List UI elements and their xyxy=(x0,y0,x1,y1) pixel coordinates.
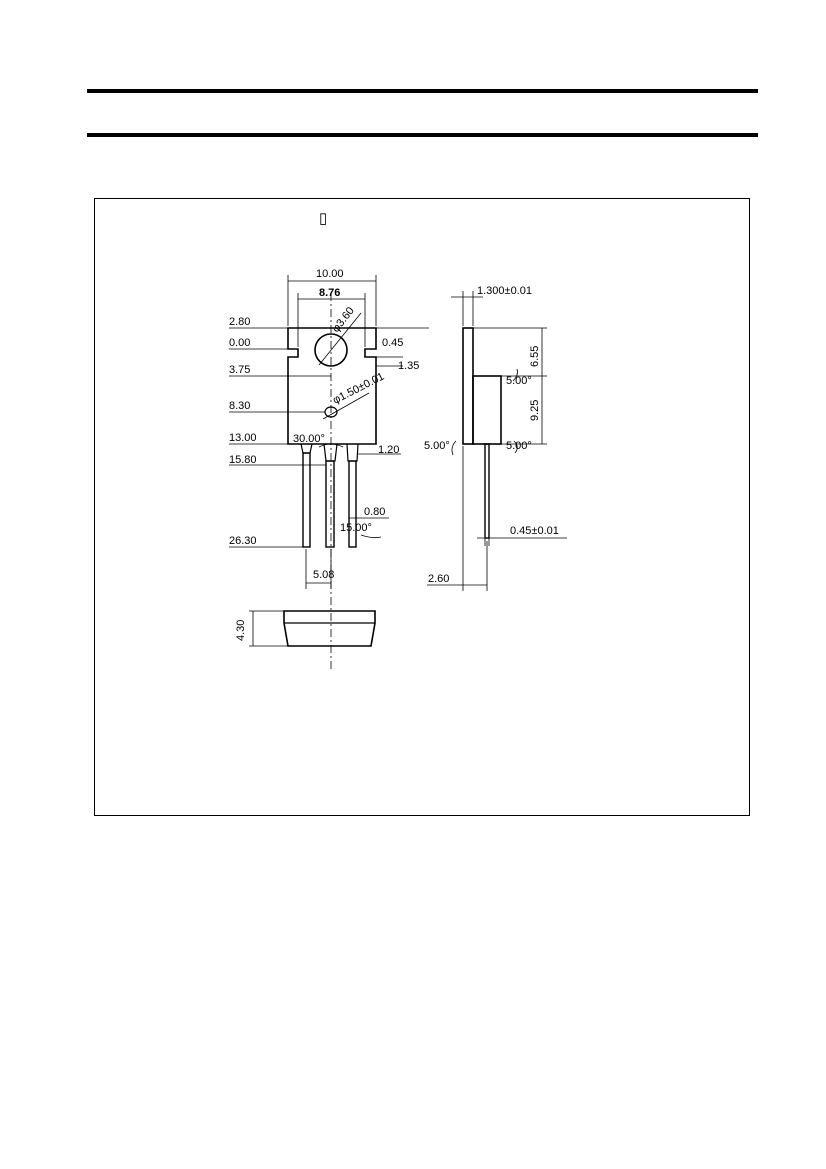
dim-angle-15: 15.00° xyxy=(340,522,372,534)
lead-shoulder-mid xyxy=(323,443,338,462)
dim-lead-width: 1.20 xyxy=(378,444,399,456)
dim-y-13-00: 13.00 xyxy=(229,432,257,444)
package-outline-drawing: ▯ xyxy=(229,210,567,669)
dim-side-lead: 0.45±0.01 xyxy=(510,525,559,537)
dim-notch-045: 0.45 xyxy=(382,337,403,349)
dim-side-angle-b: 5.00° xyxy=(506,440,532,452)
header-rule-bottom xyxy=(87,133,758,137)
mounting-hole xyxy=(314,333,348,367)
side-dimension-labels: 1.300±0.01 6.55 5.00° 9.25 5.00° 5.00° 0… xyxy=(424,285,559,585)
dim-side-2-60: 2.60 xyxy=(428,573,449,585)
lead-shoulder-left xyxy=(300,443,313,454)
dim-y-3-75: 3.75 xyxy=(229,364,250,376)
dim-side-6-55: 6.55 xyxy=(529,346,541,367)
dim-lead-thickness: 0.80 xyxy=(364,506,385,518)
package-drawing-frame: ▯ xyxy=(94,198,750,816)
lead-mid xyxy=(325,460,335,548)
dim-y-8-30: 8.30 xyxy=(229,400,250,412)
bottom-body-outline xyxy=(283,610,376,647)
dim-y-26-30: 26.30 xyxy=(229,535,257,547)
lead-shoulder-right xyxy=(346,443,359,462)
dim-side-angle-a: 5.00° xyxy=(506,375,532,387)
dim-overall-width: 10.00 xyxy=(316,268,344,280)
dim-notch-135: 1.35 xyxy=(398,360,419,372)
dim-pitch: 5.08 xyxy=(313,569,334,581)
dim-hole-diameter: φ3.60 xyxy=(330,305,357,335)
dim-side-angle-left: 5.00° xyxy=(424,440,450,452)
side-view xyxy=(427,291,567,591)
front-dimension-labels: 10.00 8.76 φ3.60 2.80 0.00 0.45 1.35 3.7… xyxy=(229,268,419,581)
dim-y-0-00: 0.00 xyxy=(229,337,250,349)
side-body xyxy=(472,375,502,445)
dim-body-height-bottom: 4.30 xyxy=(235,620,247,641)
header-rule-top xyxy=(87,89,758,93)
bottom-view xyxy=(249,610,376,647)
side-lead xyxy=(484,443,490,539)
dim-y-2-80: 2.80 xyxy=(229,316,250,328)
dim-side-tab-thickness: 1.300±0.01 xyxy=(477,285,532,297)
lead-left xyxy=(302,452,311,548)
front-view xyxy=(229,275,429,669)
lead-right xyxy=(348,460,357,548)
dim-tab-width: 8.76 xyxy=(319,287,340,299)
placeholder-glyph: ▯ xyxy=(319,210,327,227)
dim-pin-mark: φ1.50±0.01 xyxy=(331,371,386,407)
dim-angle-30: 30.00° xyxy=(293,433,325,445)
dim-y-15-80: 15.80 xyxy=(229,454,257,466)
side-tab xyxy=(462,327,474,445)
dim-side-9-25: 9.25 xyxy=(529,400,541,421)
